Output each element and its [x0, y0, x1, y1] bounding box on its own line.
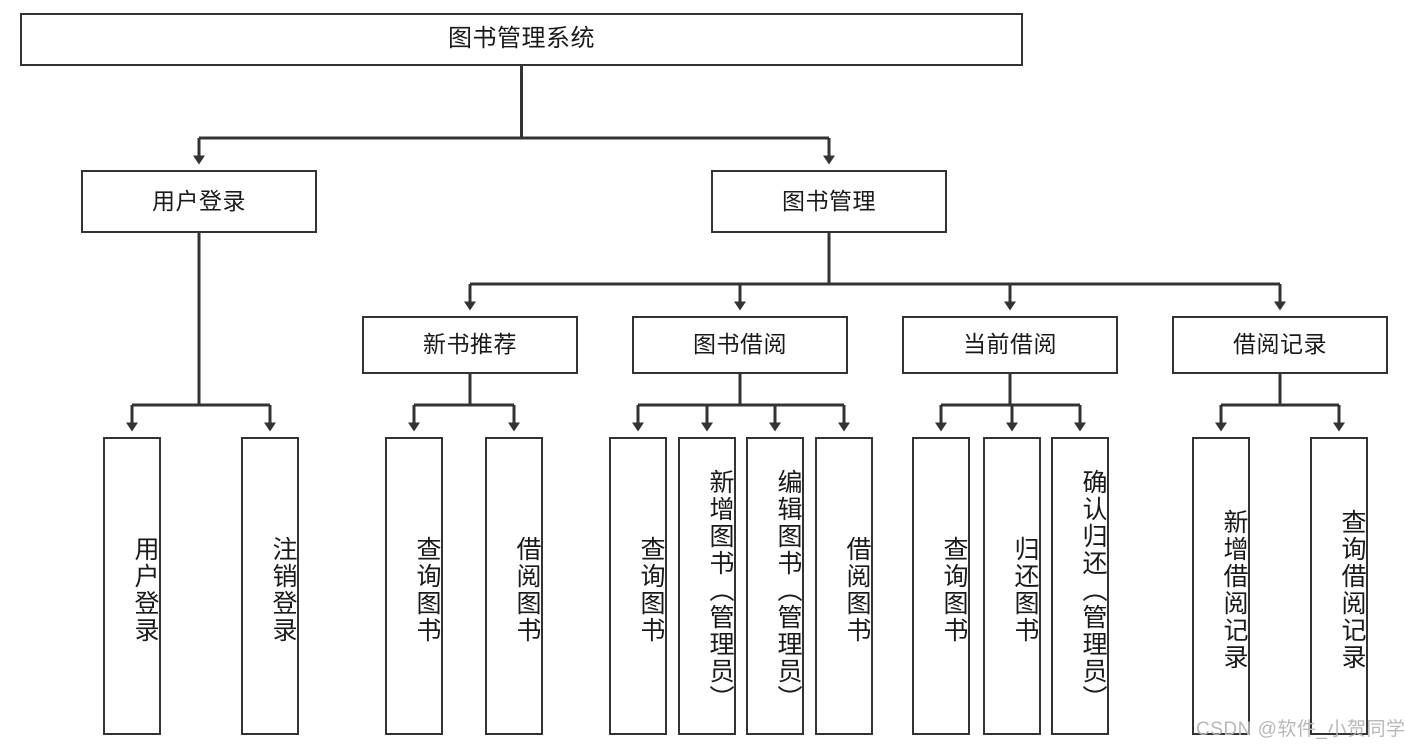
node-leaf-query-record[interactable]: 查询借阅记录	[1310, 437, 1368, 735]
node-label: 用户登录	[152, 187, 246, 214]
node-book-borrow[interactable]: 图书借阅	[632, 316, 848, 374]
node-leaf-add-record[interactable]: 新增借阅记录	[1192, 437, 1250, 735]
node-borrow-record[interactable]: 借阅记录	[1172, 316, 1388, 374]
node-leaf-logout[interactable]: 注销登录	[241, 437, 299, 735]
node-label: 确认归还（管理员）	[1079, 468, 1107, 712]
node-leaf-borrow-book-rec[interactable]: 借阅图书	[485, 437, 543, 735]
node-leaf-edit-book[interactable]: 编辑图书（管理员）	[746, 437, 804, 735]
node-leaf-return-book[interactable]: 归还图书	[983, 437, 1041, 735]
node-label: 借阅图书	[843, 536, 871, 644]
node-label: 新增借阅记录	[1220, 509, 1248, 671]
node-label: 注销登录	[269, 536, 297, 644]
node-label: 图书借阅	[693, 331, 787, 358]
node-label: 查询图书	[940, 536, 968, 644]
node-root[interactable]: 图书管理系统	[20, 13, 1023, 66]
node-label: 图书管理系统	[448, 25, 595, 53]
node-label: 借阅图书	[513, 536, 541, 644]
node-leaf-add-book[interactable]: 新增图书（管理员）	[678, 437, 736, 735]
node-book-manage[interactable]: 图书管理	[711, 170, 947, 233]
node-current-borrow[interactable]: 当前借阅	[902, 316, 1118, 374]
node-label: 当前借阅	[963, 331, 1057, 358]
node-label: 借阅记录	[1233, 331, 1327, 358]
node-label: 新书推荐	[423, 331, 517, 358]
node-label: 查询借阅记录	[1338, 509, 1366, 671]
node-leaf-query-book-rec[interactable]: 查询图书	[385, 437, 443, 735]
node-label: 新增图书（管理员）	[706, 468, 734, 712]
node-label: 图书管理	[782, 187, 876, 214]
node-label: 查询图书	[413, 536, 441, 644]
node-leaf-borrow-book[interactable]: 借阅图书	[815, 437, 873, 735]
node-leaf-query-book[interactable]: 查询图书	[609, 437, 667, 735]
node-label: 编辑图书（管理员）	[774, 468, 802, 712]
node-user-login[interactable]: 用户登录	[81, 170, 317, 233]
node-leaf-query-book-cur[interactable]: 查询图书	[912, 437, 970, 735]
node-leaf-confirm-return[interactable]: 确认归还（管理员）	[1051, 437, 1109, 735]
node-label: 归还图书	[1011, 536, 1039, 644]
watermark-label: CSDN @软件_小贺同学	[1196, 719, 1405, 740]
node-new-book-rec[interactable]: 新书推荐	[362, 316, 578, 374]
node-label: 查询图书	[637, 536, 665, 644]
node-label: 用户登录	[131, 536, 159, 644]
node-leaf-user-login[interactable]: 用户登录	[103, 437, 161, 735]
